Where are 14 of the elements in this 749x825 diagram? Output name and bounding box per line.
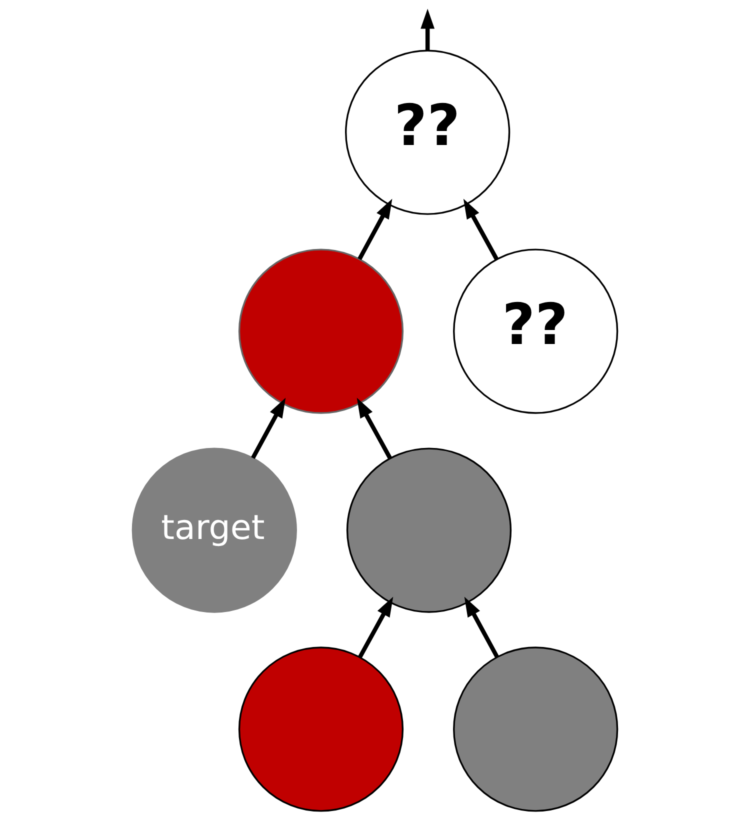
arrow [358, 596, 393, 658]
node-circle [346, 448, 512, 613]
node-circle [452, 646, 618, 812]
node-circle: ?? [452, 248, 618, 414]
arrow [464, 596, 498, 658]
node-circle [238, 646, 404, 812]
arrow [462, 198, 498, 260]
node-circle [238, 248, 404, 414]
arrow [357, 198, 392, 260]
arrow [356, 398, 392, 460]
arrow [420, 8, 434, 50]
arrow [250, 398, 286, 460]
node-circle: ?? [344, 50, 510, 215]
node-circle: target [131, 448, 296, 613]
